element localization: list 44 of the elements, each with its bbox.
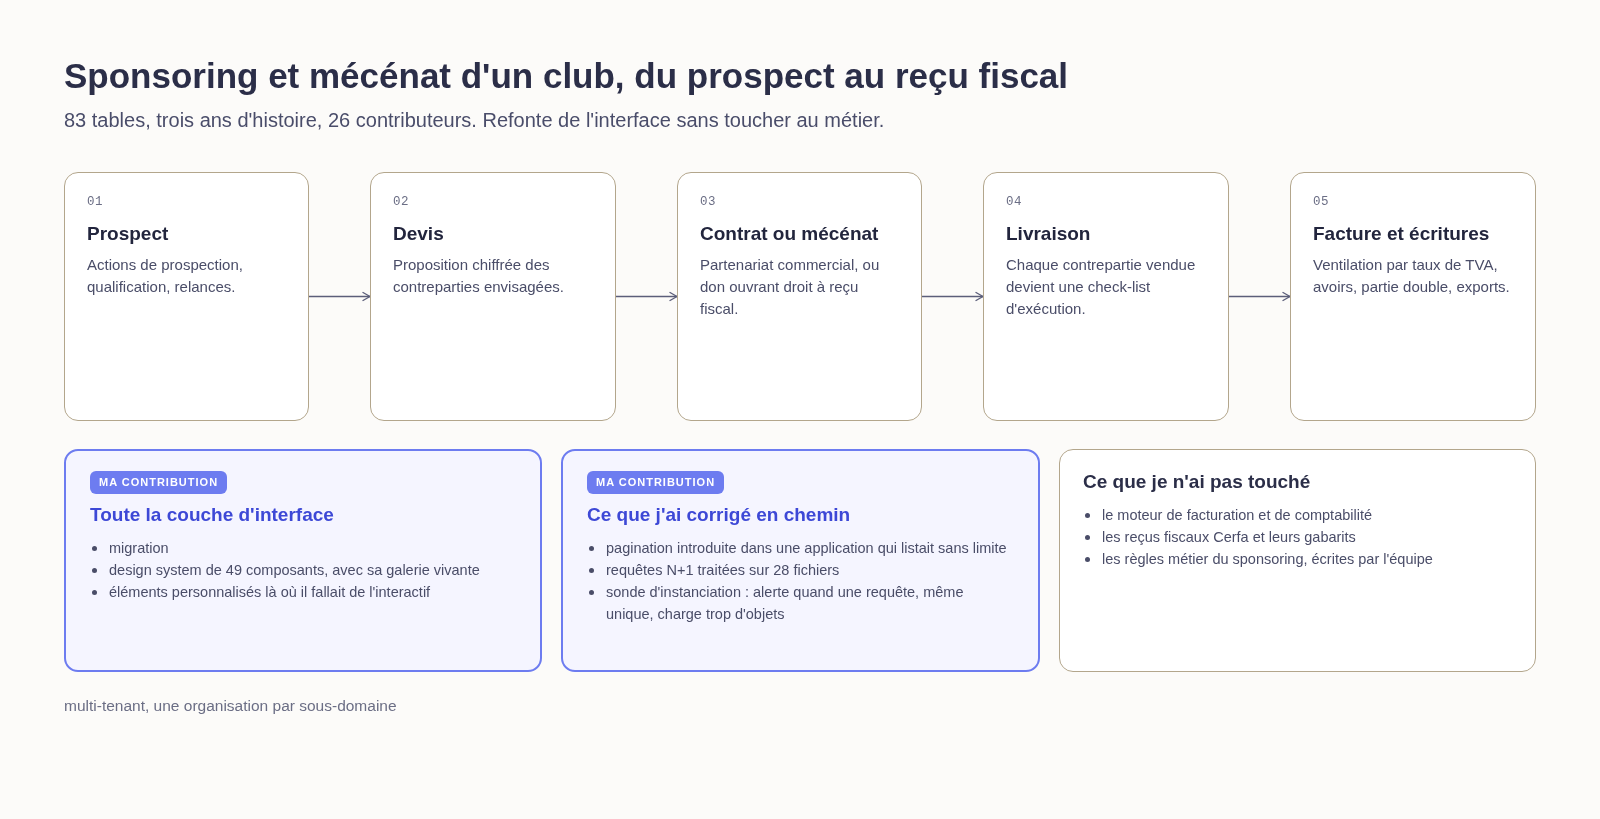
arrow: [308, 291, 371, 302]
step-title: Devis: [393, 222, 444, 246]
step-description: Chaque contrepartie vendue devient une check-list d'exécution.: [1006, 255, 1197, 319]
step-number: 04: [1006, 194, 1022, 210]
bullet-item: design system de 49 composants, avec sa galerie vivante: [90, 559, 480, 581]
page-title: Sponsoring et mécénat d'un club, du prospect au reçu fiscal: [64, 55, 1069, 97]
step-title: Facture et écritures: [1313, 222, 1490, 246]
card-heading: Ce que j'ai corrigé en chemin: [587, 503, 851, 527]
contribution-card: [561, 449, 1040, 672]
step-card: [983, 172, 1229, 421]
step-title: Contrat ou mécénat: [700, 222, 879, 246]
info-card: [1059, 449, 1536, 672]
bullet-item: migration: [90, 537, 169, 559]
arrow: [921, 291, 984, 302]
step-card: [1290, 172, 1536, 421]
bullet-item: le moteur de facturation et de comptabilité: [1083, 504, 1372, 526]
bullet-item: pagination introduite dans une application qui listait sans limite: [587, 537, 1007, 559]
step-number: 01: [87, 194, 103, 210]
subtitle: 83 tables, trois ans d'histoire, 26 contributeurs. Refonte de l'interface sans toucher au métier.: [64, 108, 885, 133]
step-number: 03: [700, 194, 716, 210]
step-title: Prospect: [87, 222, 169, 246]
bullet-item: sonde d'instanciation : alerte quand une requête, même unique, charge trop d'objets: [587, 581, 1014, 625]
bullet-item: les reçus fiscaux Cerfa et leurs gabarits: [1083, 526, 1356, 548]
arrow: [615, 291, 678, 302]
step-card: [370, 172, 616, 421]
arrow: [1228, 291, 1291, 302]
step-card: [677, 172, 922, 421]
step-description: Proposition chiffrée des contreparties envisagées.: [393, 255, 565, 297]
step-number: 02: [393, 194, 409, 210]
card-heading: Toute la couche d'interface: [90, 503, 334, 527]
card-heading: Ce que je n'ai pas touché: [1083, 470, 1311, 494]
contribution-card: [64, 449, 542, 672]
bullet-item: requêtes N+1 traitées sur 28 fichiers: [587, 559, 840, 581]
bullet-item: les règles métier du sponsoring, écrites par l'équipe: [1083, 548, 1433, 570]
step-description: Ventilation par taux de TVA, avoirs, partie double, exports.: [1313, 255, 1511, 297]
step-title: Livraison: [1006, 222, 1091, 246]
tag-badge: MA CONTRIBUTION: [90, 471, 228, 494]
step-description: Actions de prospection, qualification, relances.: [87, 255, 244, 297]
tag-badge: MA CONTRIBUTION: [587, 471, 725, 494]
step-card: [64, 172, 309, 421]
step-number: 05: [1313, 194, 1329, 210]
step-description: Partenariat commercial, ou don ouvrant droit à reçu fiscal.: [700, 255, 881, 319]
bullet-item: éléments personnalisés là où il fallait de l'interactif: [90, 581, 431, 603]
footer-note: multi-tenant, une organisation par sous-domaine: [64, 696, 397, 716]
